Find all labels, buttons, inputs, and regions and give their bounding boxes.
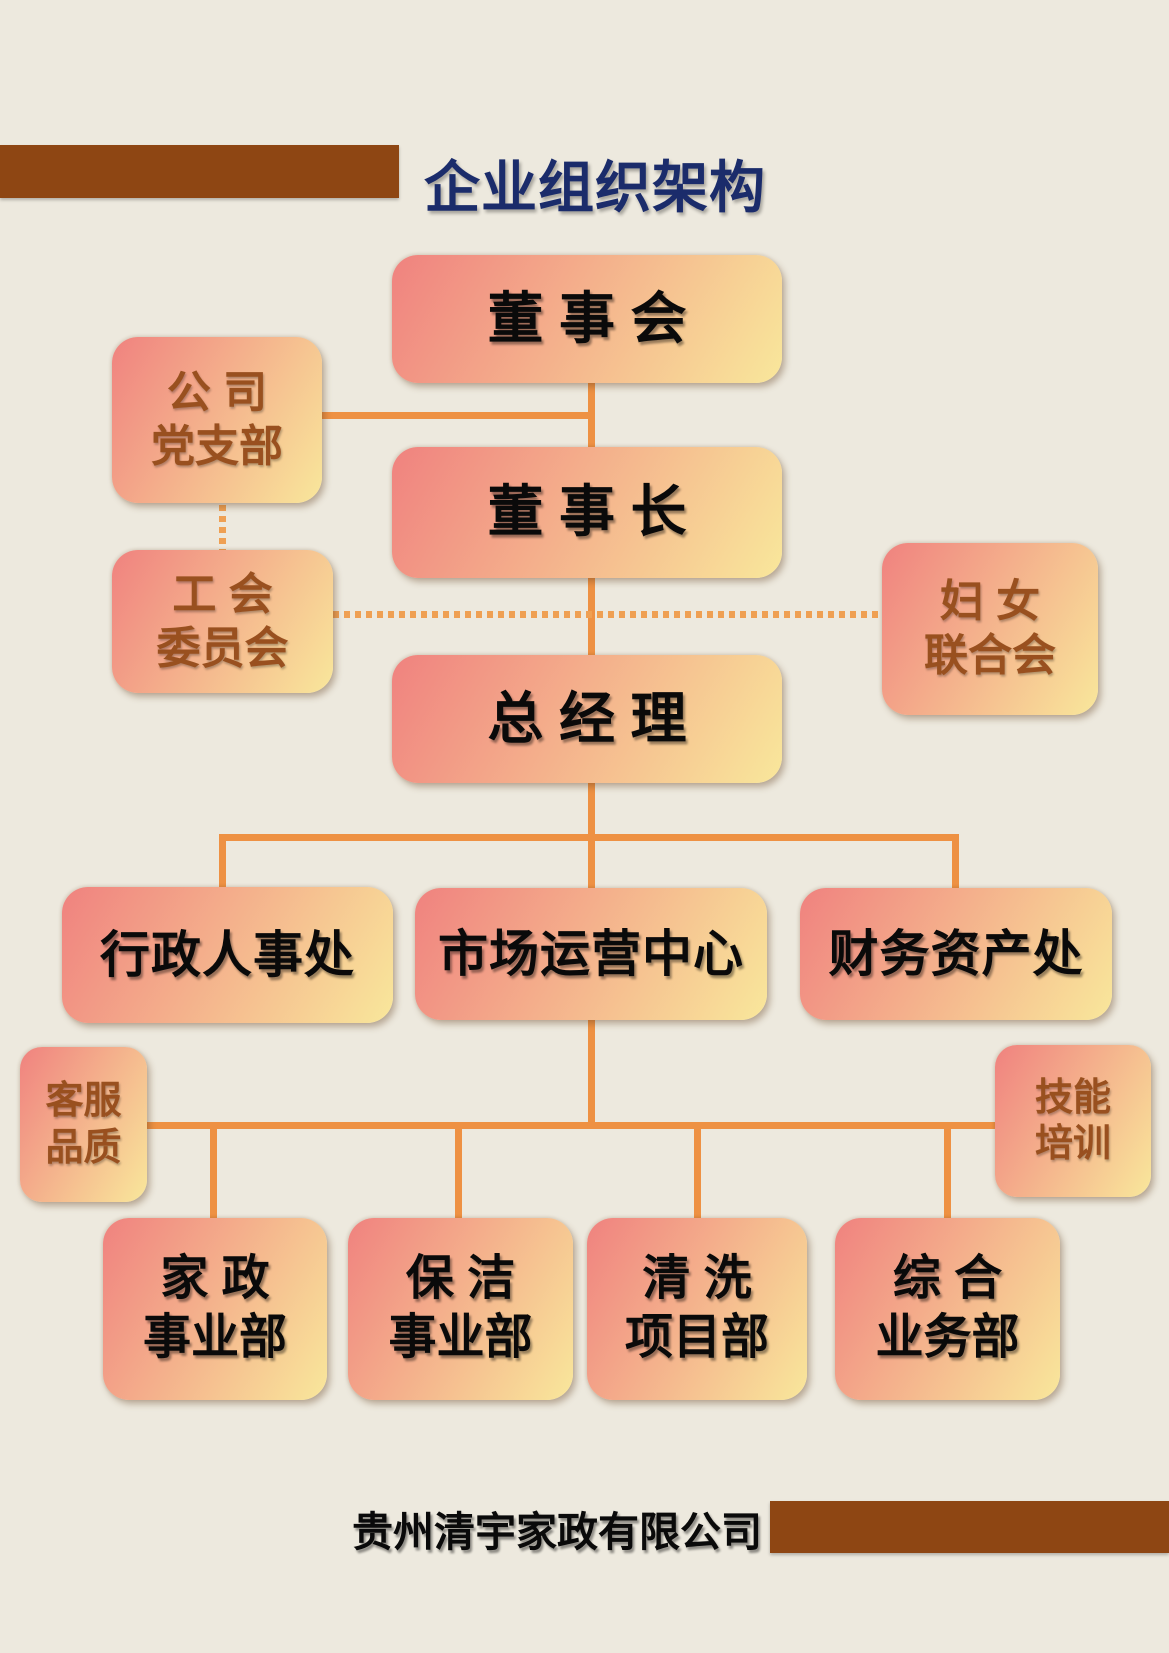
node-admin-hr: 行政人事处 [62, 887, 393, 1023]
node-union-committee: 工 会 委员会 [112, 550, 333, 693]
drop-cleaning [455, 1122, 462, 1222]
node-admin-hr-label: 行政人事处 [100, 926, 355, 983]
connector-board-chairman [588, 383, 595, 447]
drop-finance-assets [952, 834, 959, 908]
node-women-federation-line1: 妇 女 [939, 577, 1041, 627]
node-general-business-line2: 业务部 [875, 1311, 1020, 1364]
node-market-ops: 市场运营中心 [415, 888, 767, 1020]
node-party-branch: 公 司 党支部 [112, 337, 322, 503]
node-women-federation: 妇 女 联合会 [882, 543, 1098, 715]
drop-housekeeping [210, 1122, 217, 1222]
node-housekeeping-line1: 家 政 [160, 1252, 270, 1306]
footer-company-name: 贵州清宇家政有限公司 [352, 1509, 762, 1555]
page-title: 企业组织架构 [424, 156, 766, 219]
drop-admin-hr [219, 834, 226, 908]
node-service-quality: 客服 品质 [20, 1047, 147, 1202]
connector-party-branch [322, 412, 591, 419]
node-union-committee-line2: 委员会 [156, 623, 289, 673]
node-party-branch-line1: 公 司 [166, 368, 268, 418]
node-cleaning: 保 洁 事业部 [348, 1218, 573, 1400]
node-skills-training-line2: 培训 [1034, 1123, 1111, 1165]
connector-union-women-dotted [333, 611, 882, 618]
connector-level4-horizontal [147, 1122, 995, 1129]
node-board-label: 董 事 会 [487, 286, 687, 350]
node-cleaning-line1: 保 洁 [405, 1252, 516, 1306]
node-washing: 清 洗 项目部 [587, 1218, 807, 1400]
drop-washing [694, 1122, 701, 1222]
node-housekeeping: 家 政 事业部 [103, 1218, 327, 1400]
node-washing-line1: 清 洗 [642, 1252, 752, 1306]
node-party-branch-line2: 党支部 [151, 422, 283, 471]
node-skills-training-line1: 技能 [1034, 1076, 1111, 1119]
node-service-quality-line2: 品质 [45, 1126, 122, 1169]
node-general-manager: 总 经 理 [392, 655, 782, 783]
node-general-business: 综 合 业务部 [835, 1218, 1060, 1400]
drop-market-ops [588, 834, 595, 894]
connector-market-down [588, 1020, 595, 1129]
node-chairman: 董 事 长 [392, 447, 782, 578]
node-service-quality-line1: 客服 [45, 1080, 122, 1123]
node-market-ops-label: 市场运营中心 [438, 925, 744, 982]
node-general-business-line1: 综 合 [892, 1252, 1003, 1306]
connector-gm-down [588, 783, 595, 837]
node-finance-assets: 财务资产处 [800, 888, 1112, 1020]
footer-accent-bar [770, 1501, 1169, 1553]
node-housekeeping-line2: 事业部 [142, 1311, 287, 1364]
title-accent-bar [0, 145, 399, 198]
node-women-federation-line2: 联合会 [924, 631, 1056, 680]
connector-party-union-dotted [219, 505, 226, 551]
node-finance-assets-label: 财务资产处 [828, 925, 1084, 982]
node-cleaning-line2: 事业部 [388, 1311, 533, 1364]
node-washing-line2: 项目部 [624, 1311, 769, 1364]
node-board: 董 事 会 [392, 255, 782, 383]
node-skills-training: 技能 培训 [995, 1045, 1151, 1197]
node-general-manager-label: 总 经 理 [487, 686, 687, 750]
node-union-committee-line1: 工 会 [172, 569, 273, 619]
drop-general-business [944, 1122, 951, 1222]
node-chairman-label: 董 事 长 [487, 480, 687, 544]
